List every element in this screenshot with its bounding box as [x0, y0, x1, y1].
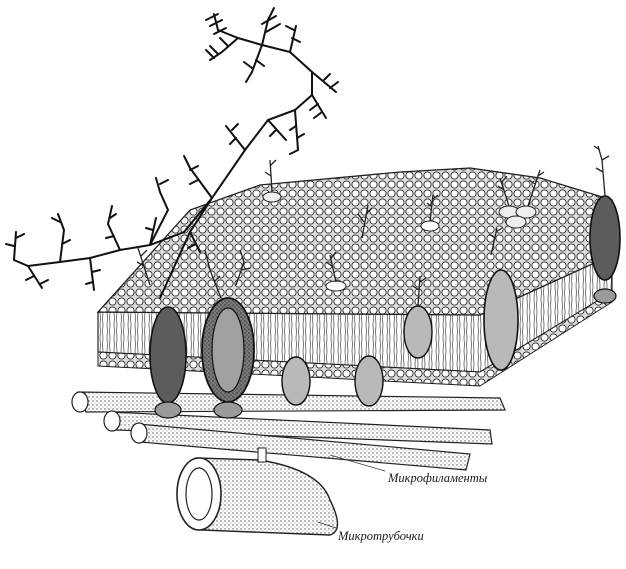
microtubule-label: Микротрубочки	[338, 529, 424, 544]
microtubule	[177, 448, 338, 535]
microfilaments-label: Микрофиламенты	[388, 471, 487, 486]
microfilaments	[72, 392, 505, 471]
